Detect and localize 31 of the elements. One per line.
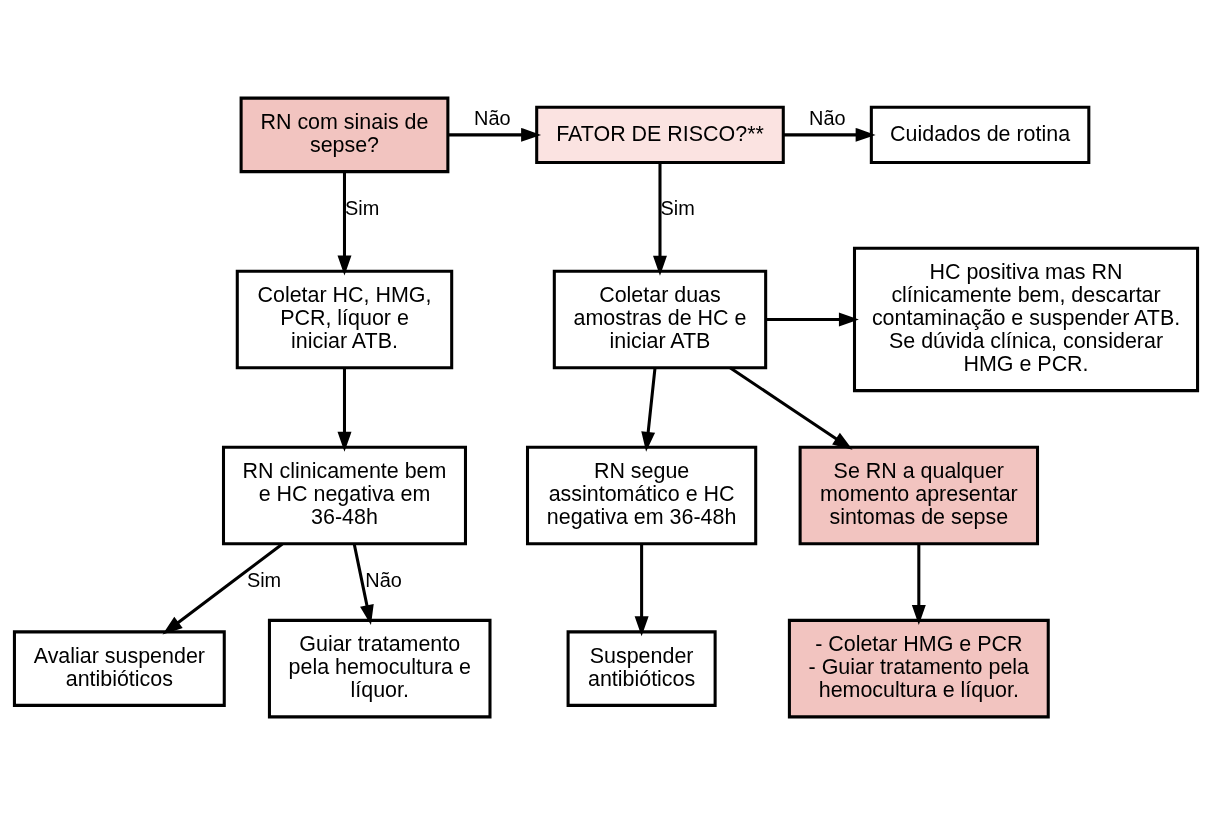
edge-label: Não (474, 106, 511, 129)
node-box: RN segue assintomático e HC negativa em 36-48h (526, 445, 758, 545)
node-box: RN clinicamente bem e HC negativa em 36-48h (221, 445, 467, 545)
arrow (448, 127, 542, 142)
edge-label: Sim (246, 568, 282, 591)
node-box: - Coletar HMG e PCR - Guiar tratamento pela hemocultura e líquor. (787, 618, 1050, 718)
node-box: Cuidados de rotina (869, 105, 1091, 164)
arrow (783, 127, 876, 142)
node-box: RN com sinais de sepse? (239, 96, 450, 173)
arrow (162, 542, 284, 634)
arrow (337, 367, 352, 452)
node-box: HC positiva mas RN clínicamente bem, descartar contaminação e suspender ATB. Se dúvida clínica, considerar HMG e PCR. (852, 246, 1200, 392)
edge-label: Sim (344, 196, 380, 219)
edge-label: Não (365, 568, 402, 591)
arrow (337, 171, 352, 276)
arrow (911, 543, 926, 625)
node-box: Coletar duas amostras de HC e iniciar ATB (552, 269, 768, 369)
edge-label: Sim (660, 196, 695, 219)
arrow (352, 543, 374, 625)
node-box: FATOR DE RISCO?** (535, 105, 785, 164)
arrow (653, 162, 667, 276)
arrow (634, 543, 649, 636)
arrow (765, 311, 859, 326)
node-box: Se RN a qualquer momento apresentar sintomas de sepse (798, 445, 1040, 545)
arrow (641, 367, 657, 452)
arrow (729, 366, 853, 450)
node-box: Suspender antibióticos (566, 629, 717, 707)
node-box: Avaliar suspender antibióticos (12, 629, 226, 707)
edge-label: Não (809, 106, 846, 129)
node-box: Coletar HC, HMG, PCR, líquor e iniciar ATB. (235, 269, 454, 369)
node-box: Guiar tratamento pela hemocultura e líquor. (267, 618, 492, 718)
